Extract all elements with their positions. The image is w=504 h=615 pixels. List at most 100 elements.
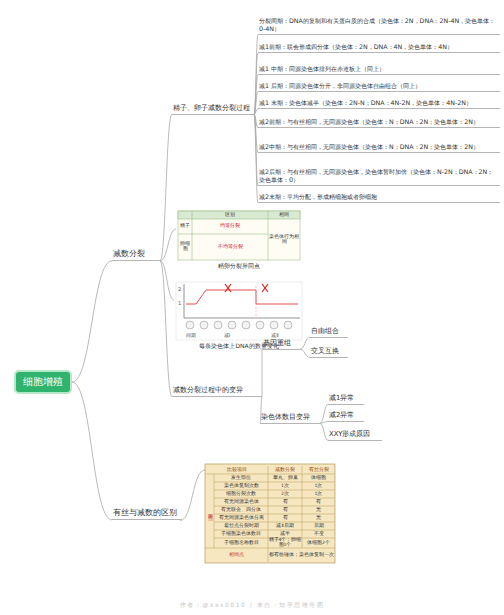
topic-text: 交叉互换 (310, 347, 348, 357)
topic-text: 减2中期：与有丝相同，无同源染色体（染色体：N；DNA：2N；染色单体：2N） (258, 143, 500, 152)
table-rule (192, 211, 193, 260)
axis-label: 2 (176, 286, 183, 294)
branch-connector (320, 404, 328, 423)
table-cell: 2次 (268, 490, 302, 498)
table-rule (268, 211, 269, 260)
axis-label: 1 (176, 300, 183, 308)
table-cell: 子细胞名称数目 (214, 538, 268, 548)
table-cell: 子细胞染色体数目 (214, 530, 268, 538)
branch-connector (300, 337, 310, 349)
table-cell: 有无联会、四分体 (214, 506, 268, 514)
topic-text: 减2前期：与有丝相同，无同源染色体（染色体：N；DNA：2N；染色单体：2N） (258, 118, 500, 127)
branch-connector (72, 261, 112, 382)
topic-text: 自由组合 (310, 327, 348, 337)
subtopic: 减1异常 (328, 394, 364, 405)
table-cell: 着丝点分裂时期 (214, 522, 268, 530)
subtopic: 减2中期：与有丝相同，无同源染色体（染色体：N；DNA：2N；染色单体：2N） (258, 143, 500, 153)
comparison-table (205, 464, 335, 563)
subtopic: XXY形成原因 (328, 430, 382, 441)
topic-text: 减数分裂 (112, 249, 160, 260)
topic-text: 减1前期：联会形成四分体（染色体：2N，DNA：4N，染色单体：4N） (258, 43, 500, 52)
subtopic: 减1 后期：同源染色体分开，非同源染色体自由组合（同上） (258, 82, 500, 92)
branch-topic: 减数分裂 (112, 249, 160, 261)
table-cell: 不同点 (205, 474, 214, 548)
topic-text: 细胞增殖 (22, 375, 64, 389)
topic-text: 减2后期：与有丝相同，无同源染色体，染色体暂时加倍（染色体：N-2N；DNA：2… (258, 168, 500, 185)
table-cell: 精子 (178, 219, 192, 234)
branch-connector (320, 423, 328, 440)
table-cell: 无 (302, 506, 335, 514)
topic-text: 减2异常 (328, 411, 364, 421)
subtopic: 减1 中期：同源染色体排列在赤道板上（同上） (258, 65, 500, 75)
leader-line (180, 470, 205, 521)
table-cell: 1次 (302, 482, 335, 490)
branch-topic: 精子、卵子减数分裂过程 (172, 104, 254, 115)
chart-frame (176, 282, 302, 340)
table-cell: 无 (302, 514, 335, 522)
table-cell: 有 (268, 514, 302, 522)
branch-connector (160, 261, 172, 397)
cell-icons (186, 321, 292, 329)
table-cell: 有 (302, 498, 335, 506)
table-cell: 有无同源染色体 (214, 498, 268, 506)
table-cell: 染色体行为相同 (268, 219, 300, 260)
table-rules (205, 466, 335, 562)
watermark: 作者：@xxx0010 / 来自：知乎思维导图 (120, 600, 384, 610)
chart-guide (256, 286, 257, 318)
branch-topic: 减数分裂过程中的变异 (172, 386, 262, 397)
topic-text: 有丝与减数的区别 (112, 508, 182, 519)
table-cell: 睾丸、卵巢 (268, 474, 302, 482)
table-cell: 后期 (302, 522, 335, 530)
table-rule (178, 234, 268, 235)
branch-connector (72, 382, 112, 520)
topic-text: 减1 中期：同源染色体排列在赤道板上（同上） (258, 65, 500, 74)
figure-caption: 精卵分裂异同点 (217, 262, 261, 271)
topic-text: XXY形成原因 (328, 430, 382, 440)
chart-line (186, 290, 298, 304)
table-cell: 减数分裂 (268, 466, 302, 474)
topic-text: 精子、卵子减数分裂过程 (172, 104, 254, 114)
cross-mark (225, 284, 231, 292)
axis-label: 减Ⅱ (262, 332, 288, 339)
topic-text: 减1异常 (328, 394, 364, 404)
topic-text: 分裂间期：DNA的复制和有关蛋白质的合成（染色体：2N，DNA：2N-4N，染色… (258, 17, 500, 34)
central-topic: 细胞增殖 (14, 370, 72, 394)
table-cell: 发生部位 (214, 474, 268, 482)
subtopic: 分裂间期：DNA的复制和有关蛋白质的合成（染色体：2N，DNA：2N-4N，染色… (258, 17, 500, 35)
table-cell: 都有纺锤体；染色体复制一次 (268, 548, 335, 562)
axis-label: 间期 (180, 332, 202, 339)
topic-text: 基因重组 (262, 339, 300, 349)
branch-connector (254, 109, 258, 115)
table-cell: 有 (268, 498, 302, 506)
subtopic: 减1 末期：染色体减半（染色体：2N-N；DNA：4N-2N，染色单体：4N-2… (258, 99, 500, 109)
topic-text: 染色体数目变异 (260, 413, 320, 423)
topic-text: 减1 末期：染色体减半（染色体：2N-N；DNA：4N-2N，染色单体：4N-2… (258, 99, 500, 108)
table-cell: 1次 (302, 490, 335, 498)
table-cell: 体细胞2个 (302, 538, 335, 548)
branch-topic: 基因重组 (262, 339, 300, 350)
subtopic: 交叉互换 (310, 347, 348, 358)
table-cell: 不均等分裂 (192, 234, 268, 260)
subtopic: 减2异常 (328, 411, 364, 422)
table-cell: 卵细胞 (178, 234, 192, 260)
table-cell: 有 (268, 506, 302, 514)
chart-axis (184, 284, 185, 318)
cross-mark (225, 284, 231, 292)
table-header (178, 211, 300, 219)
subtopic: 减2前期：与有丝相同，无同源染色体（染色体：N；DNA：2N；染色单体：2N） (258, 118, 500, 128)
branch-connector (160, 114, 172, 261)
table-cell: 精子4个；卵细胞1个 (268, 538, 302, 548)
branch-connector (262, 349, 263, 396)
branch-connector (160, 229, 176, 261)
comparison-table (178, 211, 300, 260)
table-cell: 体细胞 (302, 474, 335, 482)
table-cell: 染色体复制次数 (214, 482, 268, 490)
table-cell: 相同 (268, 211, 300, 219)
table-cell: 减Ⅱ后期 (268, 522, 302, 530)
cross-mark (262, 284, 268, 292)
topic-text: 减2末期：平均分配，形成精细胞或者卵细胞 (258, 193, 500, 202)
axis-label: 减Ⅰ (214, 332, 240, 339)
table-cell: 比较项目 (205, 466, 268, 474)
table-cell: 均等分裂 (192, 219, 268, 234)
